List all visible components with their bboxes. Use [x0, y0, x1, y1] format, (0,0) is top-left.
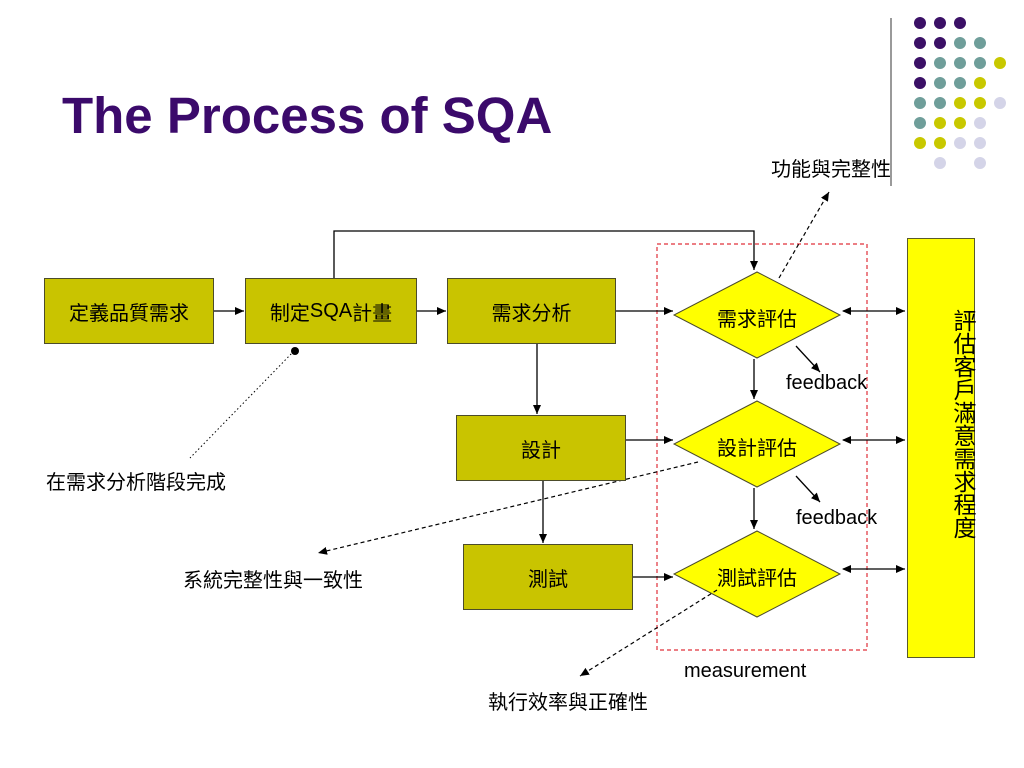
box-plan-latin: SQA	[309, 299, 353, 322]
decorative-dot	[934, 57, 946, 69]
diamond-test-evaluation	[672, 530, 842, 618]
box-requirement-analysis: 需求分析	[447, 278, 616, 344]
feedback-label-2: feedback	[796, 507, 878, 529]
decorative-dot	[914, 57, 926, 69]
arrow-feedback-2	[795, 475, 821, 503]
measurement-label: measurement	[684, 660, 807, 682]
diamond-req-eval-label: 需求評估	[717, 307, 797, 331]
note-done-in-analysis: 在需求分析階段完成	[46, 470, 226, 494]
diamond-design-eval-label: 設計評估	[717, 436, 797, 460]
decorative-dot	[994, 57, 1006, 69]
decorative-dot	[974, 117, 986, 129]
box-define-quality-requirements: 定義品質需求	[44, 278, 214, 344]
diamond-requirement-evaluation	[672, 271, 842, 359]
dashed-arrow-function-integrity	[778, 191, 830, 279]
note-efficiency-correctness: 執行效率與正確性	[488, 690, 648, 714]
evaluation-region-outline	[656, 243, 868, 651]
decorative-dot	[934, 157, 946, 169]
decorative-dot	[954, 57, 966, 69]
arrow-plan-to-req-eval-loop	[333, 230, 758, 278]
arrow-feedback-1	[795, 345, 821, 373]
dashed-arrow-efficiency-correctness	[579, 589, 718, 677]
decorative-dot	[974, 97, 986, 109]
decorative-dot	[954, 17, 966, 29]
feedback-label-1: feedback	[786, 372, 868, 394]
box-design: 設計	[456, 415, 626, 481]
decorative-dot	[914, 77, 926, 89]
decorative-dot	[914, 97, 926, 109]
box-design-label: 設計	[521, 437, 561, 462]
box-plan-suffix: 計畫	[352, 300, 393, 325]
note-system-consistency: 系統完整性與一致性	[183, 568, 363, 592]
decorative-dot	[934, 37, 946, 49]
box-analysis-label: 需求分析	[491, 300, 572, 325]
decorative-dot	[934, 137, 946, 149]
diamond-design-evaluation	[672, 400, 842, 488]
decorative-dot	[974, 37, 986, 49]
decorative-dot	[934, 117, 946, 129]
decorative-dot	[914, 137, 926, 149]
diamond-test-eval-label: 測試評估	[717, 566, 797, 590]
decorative-dot	[974, 157, 986, 169]
note-function-integrity: 功能與完整性	[771, 157, 891, 181]
decorative-dot	[954, 97, 966, 109]
decorative-dot	[974, 57, 986, 69]
decorative-dot	[954, 37, 966, 49]
decorative-dot	[914, 117, 926, 129]
dashed-arrow-system-consistency	[317, 461, 699, 555]
decorative-dot	[934, 97, 946, 109]
decorative-dot	[954, 77, 966, 89]
decorative-dot	[914, 17, 926, 29]
decorative-dot	[994, 97, 1006, 109]
title-divider-line	[890, 18, 892, 186]
box-test: 測試	[463, 544, 633, 610]
customer-satisfaction-bar: 評估客戶滿意需求程度	[907, 238, 975, 658]
dotted-callout-line	[189, 350, 295, 459]
decorative-dot	[954, 137, 966, 149]
box-test-label: 測試	[528, 566, 568, 591]
decorative-dot	[934, 17, 946, 29]
box-plan-prefix: 制定	[269, 300, 310, 325]
decorative-dot	[974, 137, 986, 149]
slide-title: The Process of SQA	[62, 87, 553, 144]
callout-dot	[291, 347, 299, 355]
decorative-dot	[934, 77, 946, 89]
box-define-label: 定義品質需求	[69, 300, 189, 325]
decorative-dot	[914, 37, 926, 49]
decorative-dot	[974, 77, 986, 89]
customer-satisfaction-label: 評估客戶滿意需求程度	[949, 309, 975, 539]
decorative-dot	[954, 117, 966, 129]
